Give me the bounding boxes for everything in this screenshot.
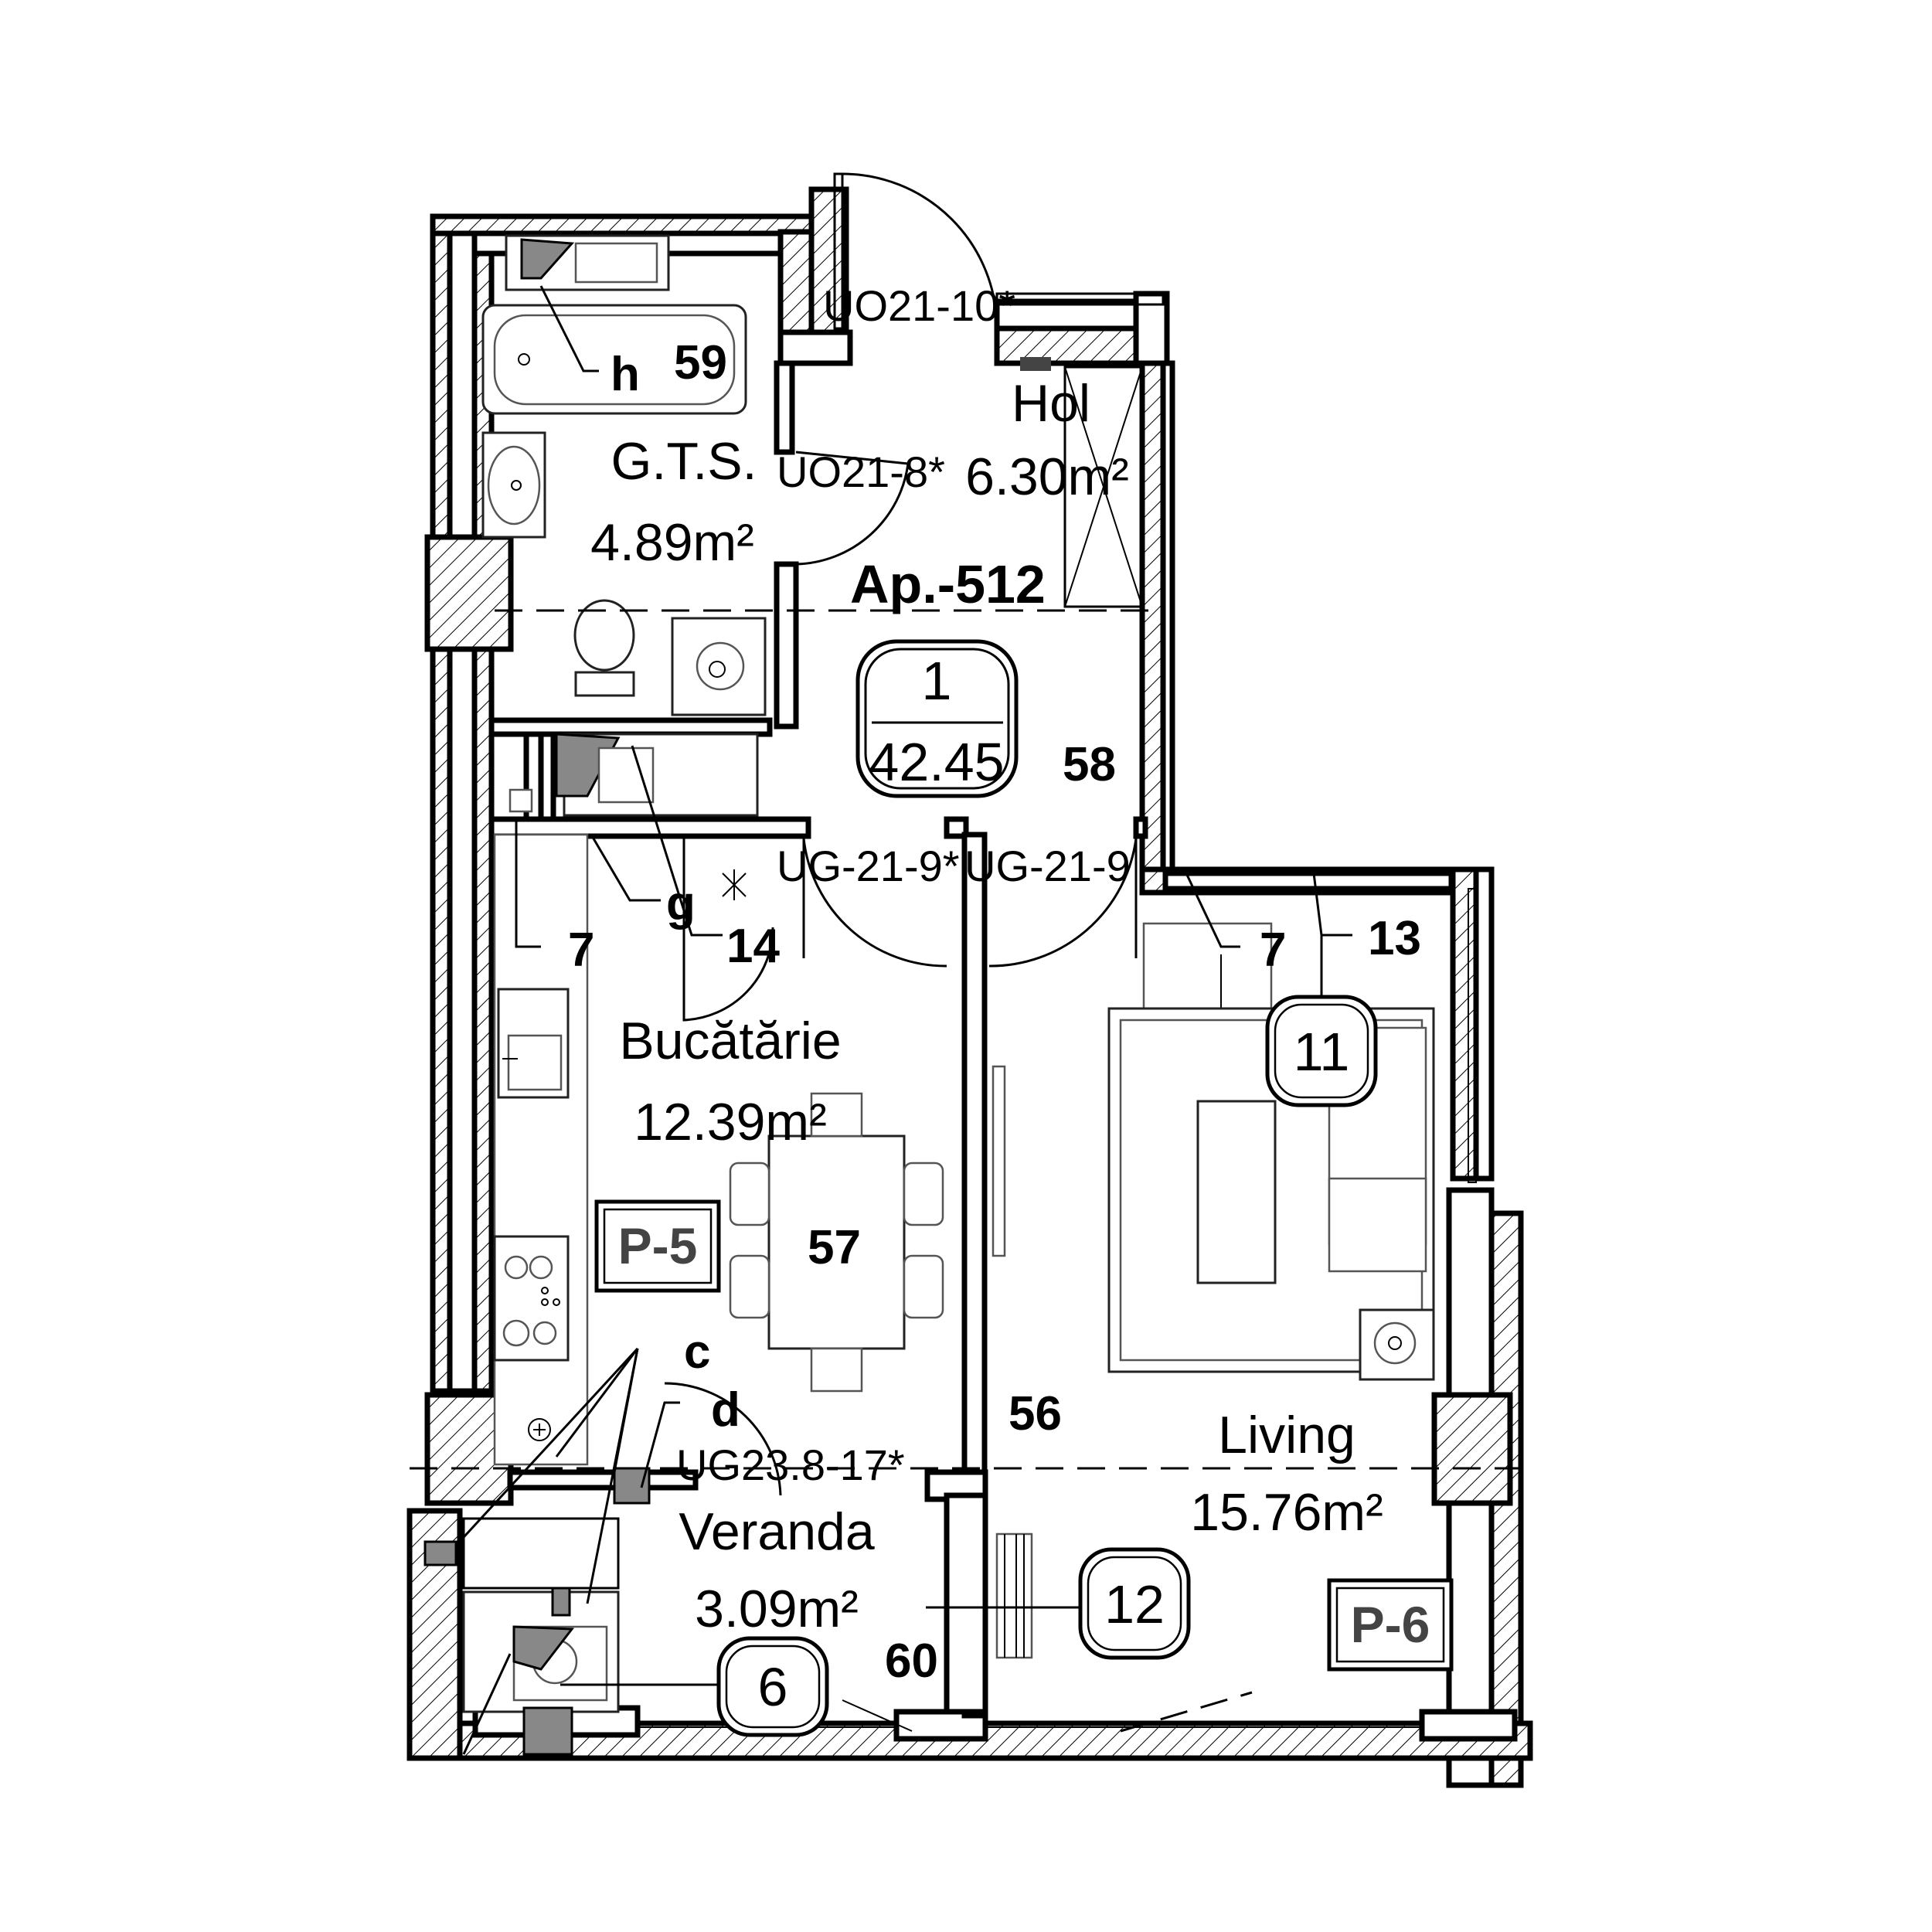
bubble-12-frame: [1078, 1547, 1191, 1660]
panel-tag-kitchen: P-5: [618, 1217, 698, 1274]
marker-g: g: [666, 877, 696, 930]
room-name-bucatarie: Bucătărie: [619, 1012, 841, 1070]
panel-tag-living-box: [1327, 1578, 1454, 1672]
apartment-unit-number: 1: [922, 651, 952, 711]
marker-c: c: [684, 1325, 710, 1379]
living-door: [988, 838, 1138, 968]
panel-tag-living: P-6: [1351, 1596, 1430, 1653]
bubble-12: 12: [1104, 1574, 1165, 1634]
door-code-entrance: UO21-10*: [823, 281, 1015, 330]
vent-fan-icon: [682, 838, 774, 1022]
bubble-6-frame: [716, 1636, 829, 1737]
kitchen-door: [802, 838, 947, 968]
room-name-living: Living: [1218, 1406, 1355, 1464]
marker-h: h: [611, 348, 640, 401]
panel-tag-kitchen-box: [594, 1199, 721, 1293]
door-code-bath: UO21-8*: [777, 447, 945, 496]
leader-lines: [454, 285, 1352, 1755]
apartment-area-box: [855, 639, 1019, 798]
kitchen-fixtures: [493, 833, 944, 1466]
marker-7-kitchen: 7: [568, 923, 594, 977]
marker-58: 58: [1063, 738, 1116, 791]
marker-d: d: [711, 1383, 740, 1437]
door-code-kitchen: UG-21-9*: [777, 842, 960, 890]
marker-7-living: 7: [1260, 923, 1286, 977]
marker-59: 59: [674, 336, 727, 389]
marker-13: 13: [1368, 912, 1421, 965]
room-name-gts: G.T.S.: [611, 432, 757, 491]
door-code-veranda: UG23.8-17*: [676, 1440, 905, 1489]
apartment-label: Ap.-512: [850, 554, 1046, 614]
room-name-hol: Hol: [1012, 374, 1090, 433]
marker-14: 14: [726, 920, 780, 973]
living-fixtures: [992, 888, 1477, 1659]
bubble-11-frame: [1265, 995, 1378, 1107]
room-area-hol: 6.30m²: [965, 447, 1129, 506]
marker-57: 57: [808, 1221, 861, 1274]
column: [424, 534, 514, 652]
marker-60: 60: [885, 1634, 938, 1688]
bubble-6: 6: [758, 1657, 788, 1717]
marker-56: 56: [1009, 1387, 1062, 1440]
bathroom-fixtures: [481, 234, 767, 817]
door-code-living: UG-21-9: [964, 842, 1131, 890]
room-area-living: 15.76m²: [1190, 1483, 1383, 1542]
hol-wardrobe: [1020, 357, 1144, 608]
bubble-11: 11: [1294, 1022, 1350, 1082]
room-name-veranda: Veranda: [679, 1502, 875, 1561]
column: [1431, 1392, 1513, 1506]
room-area-veranda: 3.09m²: [695, 1580, 859, 1638]
veranda-fixtures: [423, 1382, 1422, 1756]
apartment-total-area: 42.45: [869, 732, 1004, 792]
room-area-bucatarie: 12.39m²: [634, 1093, 826, 1151]
bath-door: [795, 451, 910, 566]
room-area-gts: 4.89m²: [590, 513, 754, 572]
entrance-door: [833, 172, 1165, 330]
